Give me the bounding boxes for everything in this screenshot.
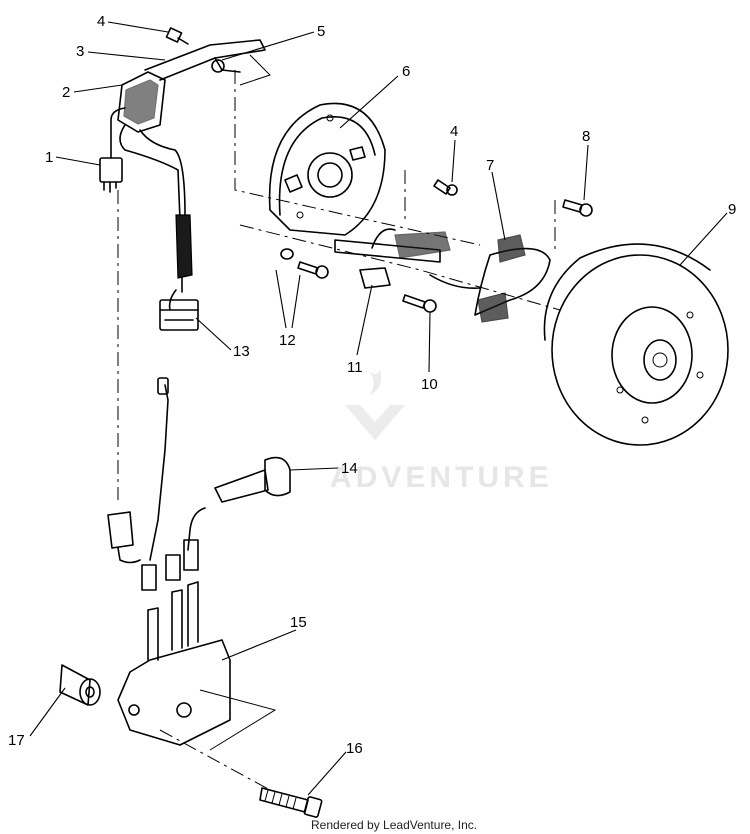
callout-7: 7 <box>486 157 494 174</box>
ignition-coil-part-15 <box>117 539 231 746</box>
charge-coil-part-7 <box>429 234 551 323</box>
callout-1: 1 <box>45 149 53 166</box>
screw-part-8 <box>562 199 593 217</box>
callout-3: 3 <box>76 43 84 60</box>
callout-16: 16 <box>346 740 363 757</box>
bolt-part-16 <box>259 787 323 818</box>
alignment-lines <box>117 54 561 791</box>
leader-lines <box>29 21 728 796</box>
callout-5: 5 <box>317 23 325 40</box>
watermark-text: ADVENTURE <box>330 461 553 494</box>
stator-plate-part-6 <box>268 102 386 236</box>
wire-harness <box>119 124 193 311</box>
screw-part-12 <box>280 248 329 279</box>
flywheel-part-9 <box>543 243 729 446</box>
plug-part-13 <box>159 299 199 331</box>
callout-12: 12 <box>279 332 296 349</box>
callout-17: 17 <box>8 732 25 749</box>
callout-4: 4 <box>97 13 105 30</box>
connector-part-1 <box>99 107 126 193</box>
callout-11: 11 <box>347 359 363 376</box>
callout-9: 9 <box>728 201 736 218</box>
callout-labels: 1 2 3 4 5 6 4 7 8 9 10 11 12 13 14 15 16… <box>8 13 736 757</box>
callout-8: 8 <box>582 128 590 145</box>
spark-plug-cap-part-14 <box>187 456 291 551</box>
callout-6: 6 <box>402 63 410 80</box>
callout-14: 14 <box>341 460 358 477</box>
ignition-lead <box>107 377 169 564</box>
clamp-part-5 <box>211 59 225 73</box>
callout-10: 10 <box>421 376 438 393</box>
pickup-coil-part-11 <box>334 228 451 289</box>
callout-2: 2 <box>62 84 70 101</box>
spacer-part-17 <box>59 664 101 706</box>
screw-part-4-b <box>433 179 458 196</box>
screw-part-10 <box>402 294 437 313</box>
regulator-part-2 <box>117 71 166 133</box>
callout-4-b: 4 <box>450 123 458 140</box>
callout-15: 15 <box>290 614 307 631</box>
watermark: ADVENTURE <box>330 370 553 494</box>
callout-13: 13 <box>233 343 250 360</box>
credit-text: Rendered by LeadVenture, Inc. <box>311 818 477 832</box>
screw-part-4 <box>165 27 189 45</box>
